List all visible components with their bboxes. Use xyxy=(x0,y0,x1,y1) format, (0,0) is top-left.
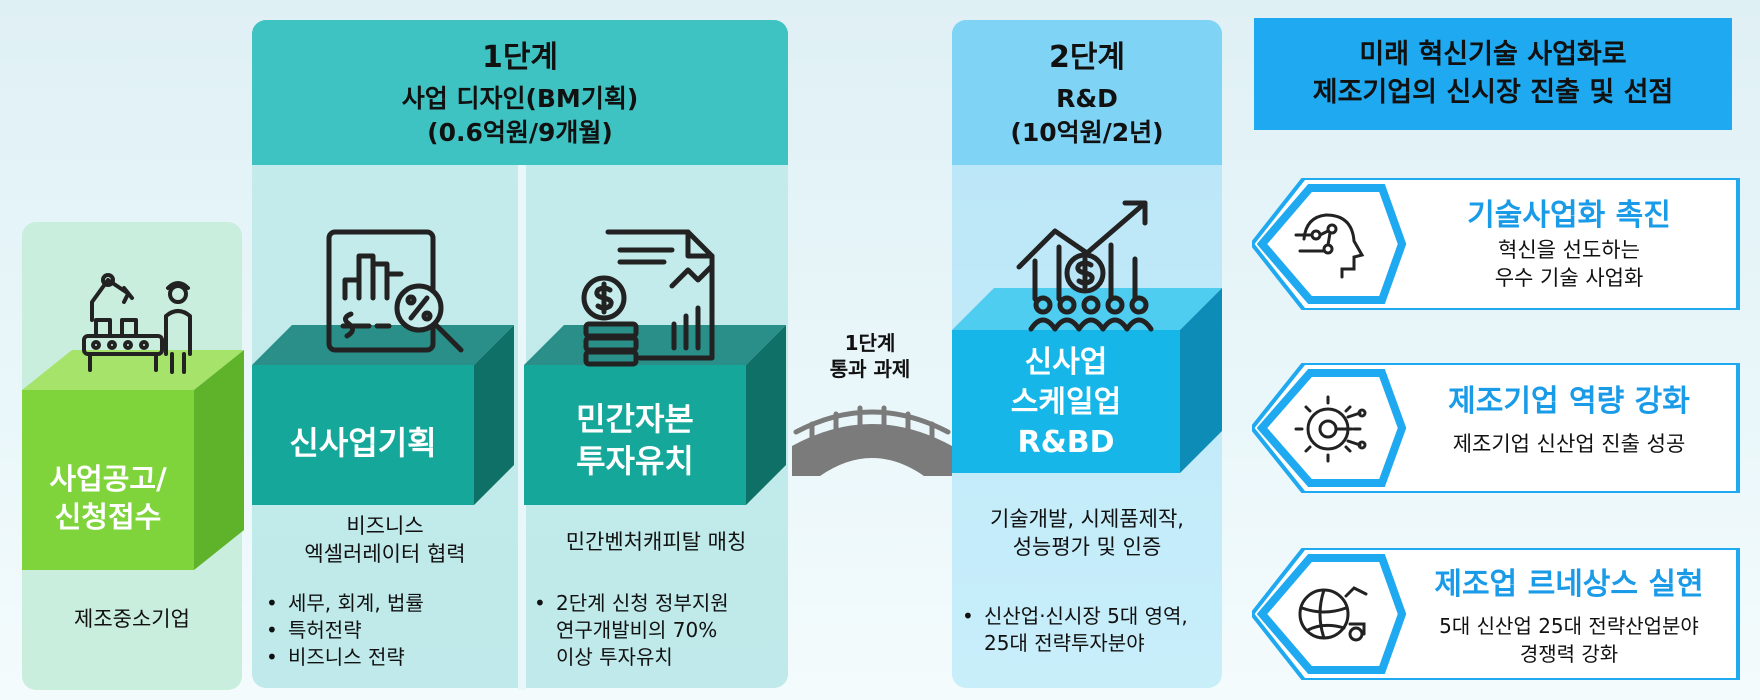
bullet-item: 신산업·신시장 5대 영역, 25대 전략투자분야 xyxy=(958,603,1220,657)
stage1-left-cube-label: 신사업기획 xyxy=(289,424,437,462)
factory-robot-icon xyxy=(82,273,192,374)
stage1-right-bullets: 2단계 신청 정부지원 연구개발비의 70% 이상 투자유치 xyxy=(530,590,788,671)
stage1-left-desc: 비즈니스 엑셀러레이터 협력 xyxy=(304,514,466,566)
stage0-target: 제조중소기업 xyxy=(74,607,190,631)
bridge-icon xyxy=(792,405,952,476)
outcome-card-2 xyxy=(1252,363,1740,493)
investment-report-icon xyxy=(581,229,715,367)
bullet-item: 비즈니스 전략 xyxy=(262,644,512,671)
outcome-1-title: 기술사업화 촉진 xyxy=(1467,198,1671,233)
stage1-left-bullets: 세무, 회계, 법률 특허전략 비즈니스 전략 xyxy=(262,590,512,671)
outcome-2-title: 제조기업 역량 강화 xyxy=(1448,384,1690,419)
stage1-left-cube xyxy=(252,325,514,505)
stage1-header: 1단계 사업 디자인(BM기획) (0.6억원/9개월) xyxy=(252,20,788,165)
financial-analysis-icon xyxy=(326,229,464,353)
stage0-cube xyxy=(22,350,244,570)
goal-box: 미래 혁신기술 사업화로 제조기업의 신시장 진출 및 선점 xyxy=(1254,18,1732,130)
outcome-3-desc: 5대 신산업 25대 전략산업분야 경쟁력 강화 xyxy=(1439,614,1699,666)
stage1-right-desc: 민간벤처캐피탈 매칭 xyxy=(565,530,747,554)
outcome-card-1 xyxy=(1252,178,1740,310)
stage2-bullets: 신산업·신시장 5대 영역, 25대 전략투자분야 xyxy=(958,603,1220,657)
stage2-subtitle-line2: (10억원/2년) xyxy=(1010,118,1164,147)
outcome-1-desc: 혁신을 선도하는 우수 기술 사업화 xyxy=(1494,238,1644,290)
outcome-3-title: 제조업 르네상스 실현 xyxy=(1434,567,1704,602)
business-growth-icon xyxy=(1016,200,1154,332)
stage2-cube-label: 신사업 스케일업 R&BD xyxy=(1010,345,1122,460)
stage0-cube-label: 사업공고/ 신청접수 xyxy=(49,462,167,534)
bullet-item: 2단계 신청 정부지원 연구개발비의 70% 이상 투자유치 xyxy=(530,590,788,671)
stage2-desc: 기술개발, 시제품제작, 성능평가 및 인증 xyxy=(990,507,1184,559)
stage1-subtitle-line2: (0.6억원/9개월) xyxy=(427,118,613,147)
outcome-2-desc: 제조기업 신산업 진출 성공 xyxy=(1452,432,1686,456)
stage1-right-cube-label: 민간자본 투자유치 xyxy=(576,400,694,480)
stage2-subtitle-line1: R&D xyxy=(1056,84,1118,113)
stage1-subtitle-line1: 사업 디자인(BM기획) xyxy=(401,84,639,113)
stage1-divider xyxy=(518,165,526,690)
stage2-title: 2단계 xyxy=(1048,40,1126,75)
bridge-label: 1단계 통과 과제 xyxy=(829,331,911,381)
outcome-card-3 xyxy=(1252,548,1740,680)
bullet-item: 특허전략 xyxy=(262,617,512,644)
stage2-header: 2단계 R&D (10억원/2년) xyxy=(952,20,1222,165)
stage1-title: 1단계 xyxy=(481,40,559,75)
bullet-item: 세무, 회계, 법률 xyxy=(262,590,512,617)
